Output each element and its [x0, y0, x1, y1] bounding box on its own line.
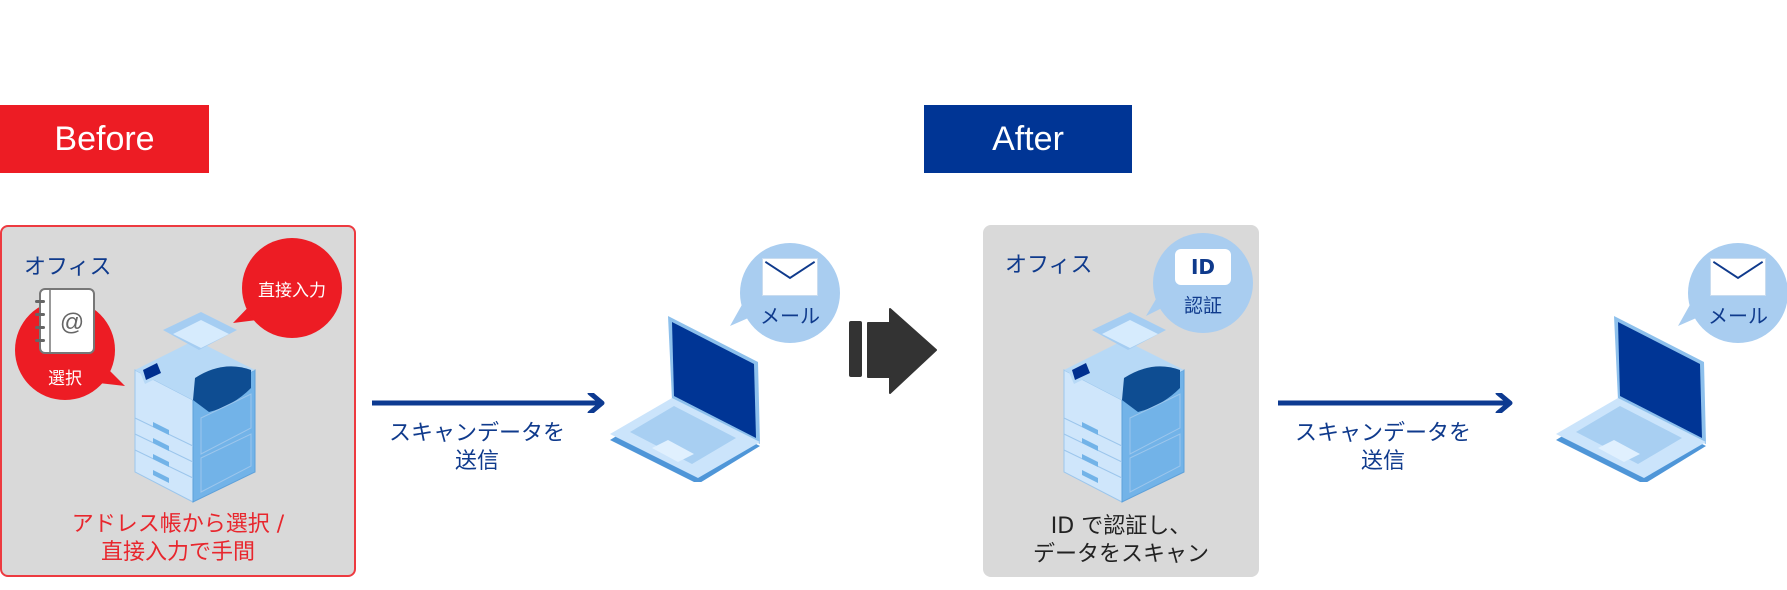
send-label-line2: 送信: [1360, 449, 1405, 474]
before-caption-line1: アドレス帳から選択 /: [71, 512, 285, 537]
after-caption: ID で認証し、 データをスキャン: [983, 513, 1259, 569]
direct-input-bubble: 直接入力: [242, 238, 342, 338]
after-caption-line1: ID で認証し、: [1050, 514, 1192, 539]
id-auth-bubble: ID 認証: [1153, 233, 1253, 333]
id-auth-label: 認証: [1183, 294, 1222, 317]
send-label: スキャンデータを 送信: [1278, 420, 1488, 476]
laptop-icon: [610, 316, 760, 482]
before-caption: アドレス帳から選択 / 直接入力で手間: [2, 511, 354, 567]
office-label: オフィス: [1005, 253, 1093, 278]
send-arrow: [372, 393, 605, 413]
mail-bubble: メール: [740, 243, 840, 343]
envelope-icon: [762, 257, 818, 296]
address-book-icon: @: [35, 288, 95, 354]
multifunction-printer-icon: [134, 312, 256, 503]
before-caption-line2: 直接入力で手間: [100, 540, 255, 565]
id-badge: ID: [1175, 248, 1231, 285]
after-tag: After: [924, 105, 1132, 173]
mail-bubble-label: メール: [1708, 303, 1768, 328]
after-caption-line2: データをスキャン: [1032, 542, 1209, 567]
send-label: スキャンデータを 送信: [372, 420, 582, 476]
mail-bubble: メール: [1688, 243, 1787, 343]
office-label: オフィス: [24, 255, 112, 280]
after-tag-label: After: [992, 119, 1064, 158]
multifunction-printer-icon: [1063, 312, 1185, 503]
envelope-icon: [1710, 257, 1766, 296]
send-label-line2: 送信: [454, 449, 499, 474]
before-tag: Before: [0, 105, 209, 173]
svg-text:@: @: [60, 309, 84, 336]
send-arrow: [1278, 393, 1513, 413]
before-tag-label: Before: [54, 119, 155, 158]
transition-arrow-icon: [849, 308, 937, 394]
direct-input-bubble-label: 直接入力: [258, 280, 326, 301]
send-label-line1: スキャンデータを: [388, 421, 565, 446]
mail-bubble-label: メール: [760, 303, 820, 328]
laptop-icon: [1556, 316, 1706, 482]
send-label-line1: スキャンデータを: [1294, 421, 1471, 446]
select-bubble-label: 選択: [48, 368, 82, 389]
